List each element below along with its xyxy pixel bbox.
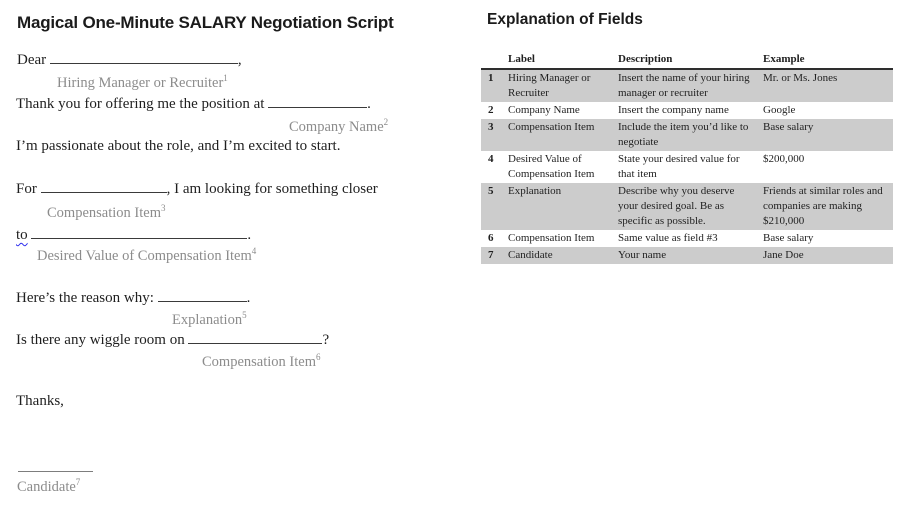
for-line: For , I am looking for something closer [16, 180, 378, 198]
offer-line: Thank you for offering me the position a… [16, 95, 371, 113]
label-text: Explanation [172, 311, 243, 328]
cell-num: 4 [488, 153, 494, 165]
desired-value-blank [31, 226, 248, 239]
to-suffix: . [247, 227, 252, 243]
field-label-explanation: Explanation5 [172, 310, 247, 329]
fields-panel-title: Explanation of Fields [487, 11, 643, 28]
cell-ex: Jane Doe [763, 249, 804, 261]
cell-ex: Base salary [763, 121, 814, 133]
dear-prefix: Dear [17, 52, 47, 68]
field-label-company-name: Company Name2 [289, 117, 388, 136]
fields-table-wrapper: Label Description Example 1 Hiring Manage… [481, 51, 893, 264]
to-line: to . [16, 226, 251, 244]
cell-desc: Insert the name of your hiring manager o… [618, 72, 750, 99]
table-row: 1 Hiring Manager or Recruiter Insert the n… [481, 69, 893, 102]
label-superscript: 2 [383, 117, 389, 127]
to-prefix-misspell-squiggle: to [16, 227, 28, 243]
cell-desc: Insert the company name [618, 104, 729, 116]
cell-ex: Friends at similar roles and companies a… [763, 185, 883, 227]
label-superscript: 3 [160, 203, 166, 213]
cell-desc: Include the item you’d like to negotiate [618, 121, 749, 148]
offer-prefix: Thank you for offering me the position a… [16, 96, 265, 112]
wiggle-suffix: ? [322, 332, 330, 348]
label-text: Compensation Item [202, 353, 316, 370]
cell-num: 3 [488, 121, 494, 133]
compensation-item-blank-6 [188, 331, 323, 344]
cell-desc: Same value as field #3 [618, 232, 718, 244]
cell-num: 7 [488, 249, 494, 261]
cell-label: Compensation Item [508, 121, 595, 133]
wiggle-line: Is there any wiggle room on ? [16, 331, 329, 349]
for-suffix: , I am looking for something closer [166, 181, 378, 197]
cell-label: Hiring Manager or Recruiter [508, 72, 591, 99]
cell-desc: State your desired value for that item [618, 153, 740, 180]
reason-prefix: Here’s the reason why: [16, 290, 154, 306]
header-example: Example [763, 53, 805, 65]
cell-num: 5 [488, 185, 494, 197]
cell-label: Compensation Item [508, 232, 595, 244]
label-superscript: 1 [223, 73, 228, 83]
cell-num: 6 [488, 232, 494, 244]
offer-suffix: . [367, 96, 371, 112]
label-text: Candidate [17, 478, 76, 495]
company-name-blank [268, 95, 368, 108]
signature-line [18, 471, 93, 472]
label-text: Desired Value of Compensation Item [37, 247, 252, 264]
label-superscript: 7 [75, 477, 81, 487]
cell-desc: Describe why you deserve your desired go… [618, 185, 735, 227]
cell-label: Company Name [508, 104, 580, 116]
thanks-line: Thanks, [16, 393, 64, 409]
reason-line: Here’s the reason why: . [16, 289, 250, 307]
wiggle-prefix: Is there any wiggle room on [16, 332, 185, 348]
cell-label: Explanation [508, 185, 562, 197]
for-prefix: For [16, 181, 37, 197]
field-label-desired-value: Desired Value of Compensation Item4 [37, 246, 256, 265]
dear-suffix: , [237, 52, 242, 68]
cell-label: Desired Value of Compensation Item [508, 153, 595, 180]
explanation-blank [157, 289, 247, 302]
field-label-compensation-item-3: Compensation Item3 [47, 203, 165, 222]
field-label-candidate: Candidate7 [17, 477, 80, 496]
hiring-manager-blank [49, 51, 238, 64]
fields-table: Label Description Example 1 Hiring Manage… [481, 51, 893, 264]
label-text: Compensation Item [47, 204, 161, 221]
table-row: 5 Explanation Describe why you deserve you… [481, 183, 893, 230]
label-superscript: 5 [242, 310, 247, 320]
table-row: 6 Compensation Item Same value as field #3… [481, 230, 893, 247]
table-row: 2 Company Name Insert the company name Goog… [481, 102, 893, 119]
cell-label: Candidate [508, 249, 553, 261]
label-superscript: 6 [315, 352, 321, 362]
label-superscript: 4 [251, 246, 257, 256]
header-num [481, 51, 508, 69]
header-description: Description [618, 53, 673, 65]
passion-line: I’m passionate about the role, and I’m e… [16, 138, 341, 154]
cell-ex: Base salary [763, 232, 814, 244]
cell-num: 2 [488, 104, 494, 116]
script-title: Magical One-Minute SALARY Negotiation Sc… [17, 13, 394, 32]
label-text: Hiring Manager or Recruiter [57, 74, 224, 91]
cell-ex: $200,000 [763, 153, 805, 165]
reason-suffix: . [246, 290, 251, 306]
field-label-compensation-item-6: Compensation Item6 [202, 352, 320, 371]
cell-ex: Google [763, 104, 796, 116]
table-row: 4 Desired Value of Compensation Item State… [481, 151, 893, 183]
table-row: 7 Candidate Your name Jane Doe [481, 247, 893, 264]
cell-ex: Mr. or Ms. Jones [763, 72, 838, 84]
field-label-hiring-manager: Hiring Manager or Recruiter1 [57, 73, 228, 92]
cell-desc: Your name [618, 249, 667, 261]
table-row: 3 Compensation Item Include the item you’d… [481, 119, 893, 151]
fields-table-header-row: Label Description Example [481, 51, 893, 69]
label-text: Company Name [289, 118, 384, 135]
fields-table-body: 1 Hiring Manager or Recruiter Insert the n… [481, 69, 893, 264]
header-label: Label [508, 53, 535, 65]
cell-num: 1 [488, 72, 494, 84]
compensation-item-blank [40, 180, 167, 193]
dear-line: Dear , [17, 51, 242, 69]
